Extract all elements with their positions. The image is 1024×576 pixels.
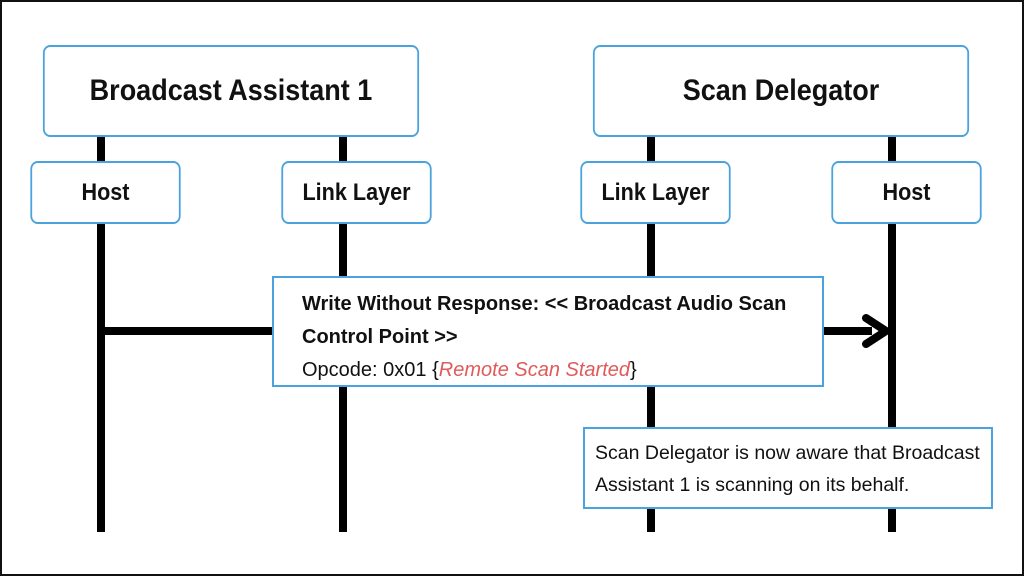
- opcode-suffix: }: [630, 359, 637, 381]
- ba-host-box: Host: [30, 161, 181, 224]
- scan-delegator-title: Scan Delegator: [682, 74, 880, 107]
- broadcast-assistant-title: Broadcast Assistant 1: [89, 74, 373, 107]
- opcode-prefix: Opcode: 0x01 {: [302, 359, 439, 381]
- message-title-line2: Control Point >>: [302, 326, 458, 348]
- ba-link-layer-label: Link Layer: [302, 178, 411, 206]
- sd-host-label: Host: [882, 178, 931, 206]
- note-line2: Assistant 1 is scanning on its behalf.: [595, 474, 910, 496]
- message-arrow-head: [862, 314, 890, 348]
- message-title-line1: Write Without Response: << Broadcast Aud…: [302, 293, 787, 315]
- ba-link-layer-box: Link Layer: [281, 161, 432, 224]
- broadcast-assistant-box: Broadcast Assistant 1: [42, 45, 420, 137]
- scan-delegator-box: Scan Delegator: [592, 45, 970, 137]
- sd-link-layer-box: Link Layer: [580, 161, 731, 224]
- message-opcode-line: Opcode: 0x01 {Remote Scan Started}: [302, 354, 822, 387]
- opcode-value: Remote Scan Started: [438, 359, 630, 381]
- sd-link-layer-label: Link Layer: [601, 178, 710, 206]
- ba-host-label: Host: [81, 178, 130, 206]
- note-line1: Scan Delegator is now aware that Broadca…: [595, 442, 980, 464]
- sd-host-box: Host: [831, 161, 982, 224]
- message-label-box: Write Without Response: << Broadcast Aud…: [272, 276, 824, 387]
- scan-delegator-note: Scan Delegator is now aware that Broadca…: [583, 427, 993, 509]
